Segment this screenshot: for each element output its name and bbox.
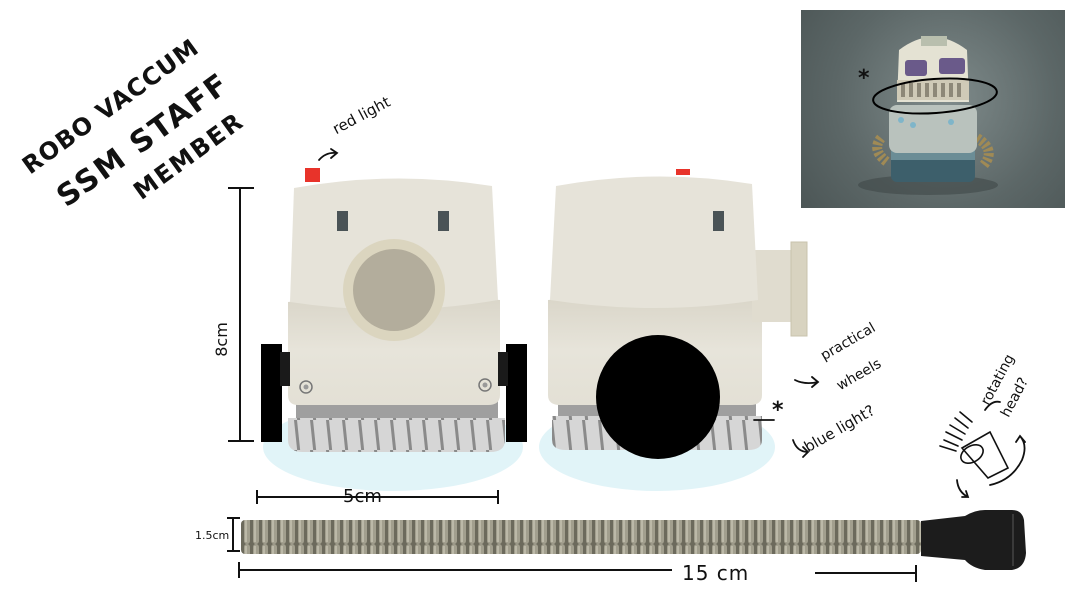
hose-length-label: 15 cm [682,561,750,585]
side-view [539,169,808,491]
rotating-arrow-2 [956,479,970,498]
reference-robot-image [858,36,998,195]
width-dim-label: 5cm [343,486,382,507]
side-body [550,176,758,308]
front-skirt [288,295,500,405]
front-eye-right [438,211,449,231]
rotating-arrow-1 [984,400,1001,411]
front-bolt-left-center [303,384,309,390]
dimension-lines [227,187,917,582]
side-eye [713,211,724,231]
front-bolt-right-center [482,382,488,388]
height-dim-label: 8cm [211,322,231,357]
wheels-arrow [794,376,820,388]
front-eye-left [337,211,348,231]
annotation-arrows [318,148,1026,498]
front-porthole [353,249,435,331]
brush-asterisk: * [772,398,784,423]
hose [241,510,1026,570]
front-wheel-left-hub [280,352,290,386]
front-view [261,168,527,491]
rotating-head-sketch [939,411,1010,479]
side-wheel [596,335,720,459]
front-red-light [305,168,320,182]
front-bolt-left [299,380,313,394]
rotating-arrow-3 [989,434,1026,486]
hose-body [241,520,921,554]
reference-asterisk: * [858,66,870,91]
front-wheel-right-hub [498,352,508,386]
front-wheel-left [261,344,282,442]
side-port-flange [790,241,808,337]
hose-diameter-label: 1.5cm [195,529,230,542]
blue-light-arrow [792,439,810,458]
front-brush [288,418,505,452]
front-wheel-right [506,344,527,442]
sketch-bristles [939,411,973,452]
front-bolt-right [478,378,492,392]
red-light-arrow [318,148,339,161]
side-red-light [676,169,690,175]
side-port-neck [752,250,796,322]
sketch-head-cone [960,430,1010,479]
sketch-head-rim [960,444,984,464]
reference-render: * [801,10,1065,208]
hose-nozzle [921,510,1026,570]
